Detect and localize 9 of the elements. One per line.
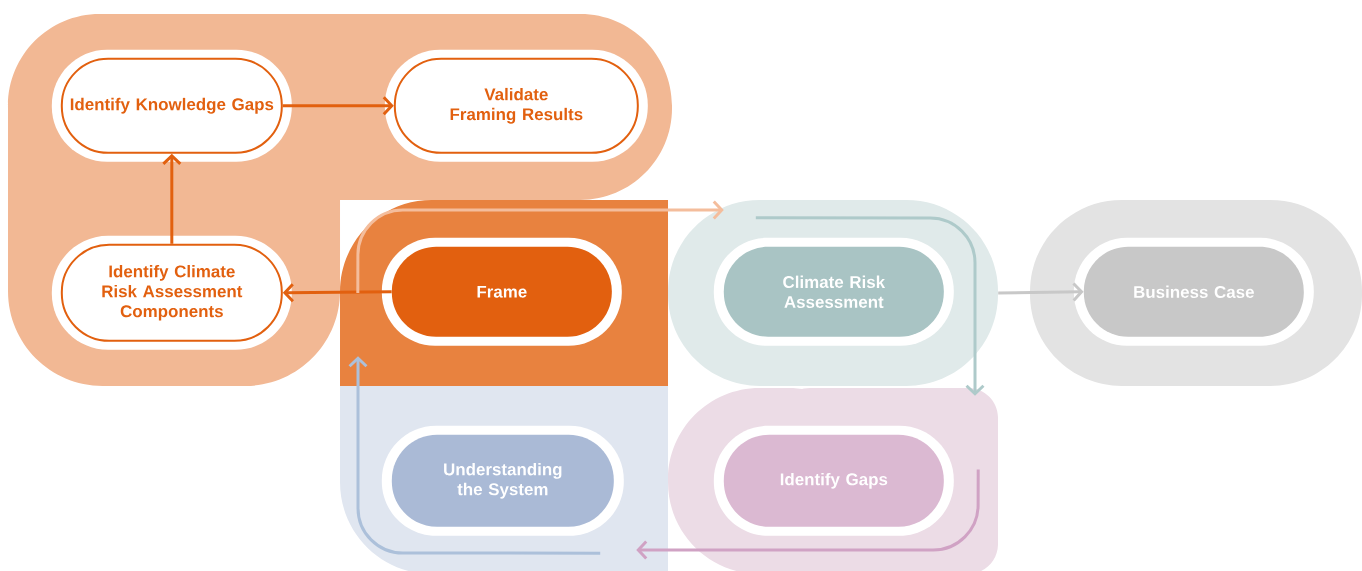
arrow: [998, 282, 1084, 302]
arrow: [636, 469, 980, 560]
arrow: [356, 200, 724, 293]
arrow: [348, 356, 601, 555]
arrow: [282, 283, 392, 303]
arrow: [282, 96, 394, 116]
process-pill: Identify Climate Risk Assessment Components: [51, 235, 292, 350]
arrow: [162, 153, 182, 244]
arrow: [755, 216, 985, 396]
